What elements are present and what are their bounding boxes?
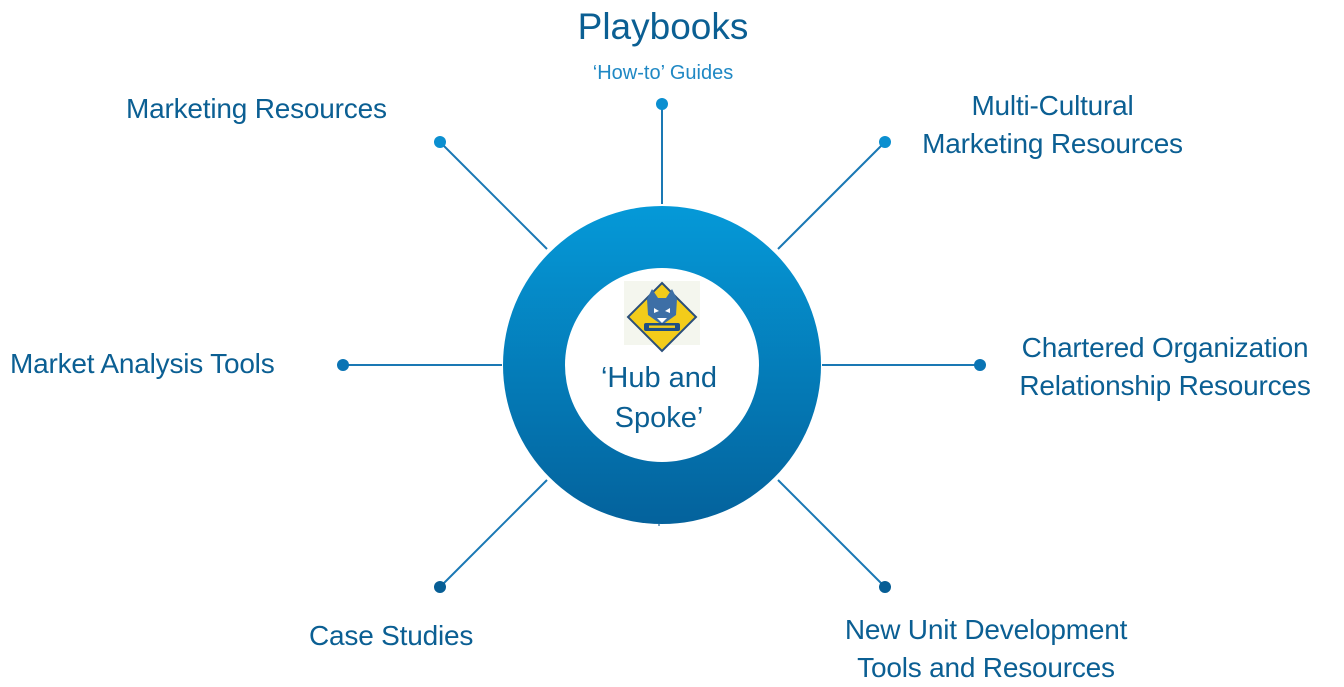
spoke-line-marketing	[439, 141, 548, 250]
hub-label-line: ‘Hub and	[600, 362, 718, 394]
spoke-dot-new-unit	[879, 581, 891, 593]
spoke-dot-case-studies	[434, 581, 446, 593]
spoke-line-new-unit	[777, 479, 886, 588]
label-line: New Unit Development	[844, 614, 1128, 645]
label-line: Tools and Resources	[857, 652, 1115, 683]
spoke-dot-chartered	[974, 359, 986, 371]
hub-ring-tick	[658, 524, 660, 526]
label-case-studies: Case Studies	[309, 617, 473, 655]
spoke-dot-market-analysis	[337, 359, 349, 371]
playbooks-subtitle: ‘How-to’ Guides	[592, 62, 734, 84]
label-line: Multi-Cultural	[971, 90, 1134, 121]
label-line: Marketing Resources	[126, 93, 387, 124]
spoke-line-case-studies	[439, 479, 548, 588]
label-new-unit-development: New Unit Development Tools and Resources	[826, 611, 1146, 687]
label-chartered-organization: Chartered Organization Relationship Reso…	[1000, 329, 1330, 405]
spoke-lines	[343, 104, 980, 588]
hub-label: ‘Hub and Spoke’	[559, 358, 759, 438]
label-line: Case Studies	[309, 620, 474, 651]
label-market-analysis-tools: Market Analysis Tools	[10, 345, 275, 383]
label-line: Chartered Organization	[1021, 332, 1309, 363]
hub-inner-circle	[565, 268, 759, 462]
spoke-dot-playbooks	[656, 98, 668, 110]
label-marketing-resources: Marketing Resources	[126, 90, 387, 128]
spoke-dots	[337, 98, 986, 593]
cub-scout-badge-icon	[624, 281, 700, 353]
hub-label-line: Spoke’	[614, 402, 704, 434]
label-line: Relationship Resources	[1019, 370, 1311, 401]
label-line: Market Analysis Tools	[10, 348, 275, 379]
spoke-line-multicultural	[777, 141, 886, 250]
spoke-dot-multicultural	[879, 136, 891, 148]
label-line: Marketing Resources	[922, 128, 1183, 159]
label-multicultural-marketing: Multi-Cultural Marketing Resources	[905, 87, 1200, 163]
spoke-dot-marketing	[434, 136, 446, 148]
playbooks-title: Playbooks	[577, 6, 749, 47]
